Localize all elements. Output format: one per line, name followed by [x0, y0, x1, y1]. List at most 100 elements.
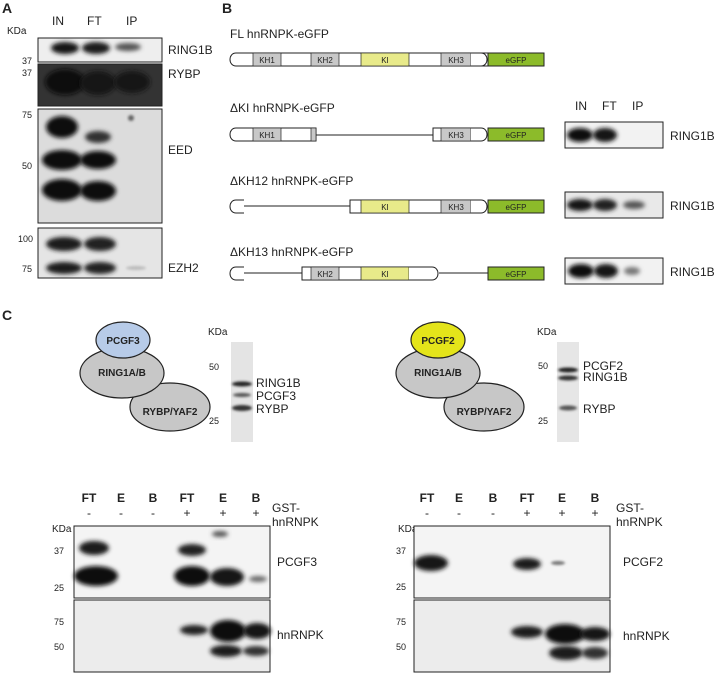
sign: + — [591, 506, 598, 520]
ki-label: KI — [381, 203, 389, 212]
gel-band-label-right-1: PCGF2 — [583, 359, 623, 373]
pcgf2-node — [410, 321, 466, 359]
construct-title-fl: FL hnRNPK-eGFP — [230, 27, 329, 41]
gel-band-label-left-2: PCGF3 — [256, 389, 296, 403]
pulldown-label-pcgf3: PCGF3 — [277, 555, 317, 569]
kh3-label: KH3 — [448, 56, 464, 65]
b-lane-label-in: IN — [575, 99, 587, 113]
gel-marker-50-right: 50 — [538, 361, 548, 371]
lane-label-in: IN — [52, 14, 64, 28]
marker-100: 100 — [18, 234, 33, 244]
sign: + — [252, 506, 259, 520]
complex-diagram-right: PCGF2 RING1A/B RYBP/YAF2 — [395, 321, 525, 432]
construct-dki: KH1 KH3 eGFP — [229, 127, 545, 142]
pulldown-blot-hnrnpk-left — [73, 599, 271, 673]
pulldown-label-pcgf2: PCGF2 — [623, 555, 663, 569]
pulldown-marker-50-right: 50 — [396, 642, 406, 652]
blot-b-label-dki: RING1B — [670, 129, 715, 143]
lane-ft-1: FT — [82, 491, 97, 505]
sign: + — [183, 506, 190, 520]
construct-title-dkh12: ΔKH12 hnRNPK-eGFP — [230, 174, 353, 188]
blot-rybp — [37, 63, 163, 107]
lane-b-2: B — [591, 491, 600, 505]
pulldown-blot-hnrnpk-right — [413, 599, 611, 673]
pulldown-marker-25-right: 25 — [396, 582, 406, 592]
pulldown-marker-75-left: 75 — [54, 617, 64, 627]
pulldown-marker-37-right: 37 — [396, 546, 406, 556]
marker-37b: 37 — [22, 68, 32, 78]
gst-label-line1: GST- — [272, 501, 300, 515]
rybp-yaf2-label: RYBP/YAF2 — [143, 407, 198, 418]
marker-75b: 75 — [22, 264, 32, 274]
marker-37a: 37 — [22, 56, 32, 66]
ring1ab-label: RING1A/B — [98, 368, 146, 379]
blot-ezh2 — [37, 227, 163, 279]
panel-label-a: A — [2, 0, 12, 16]
ki-label: KI — [381, 270, 389, 279]
lane-e-1: E — [455, 491, 463, 505]
construct-title-dkh13: ΔKH13 hnRNPK-eGFP — [230, 245, 353, 259]
lane-ft-2: FT — [180, 491, 195, 505]
sign: - — [119, 506, 123, 520]
construct-fl: KH1 KH2 KI KH3 eGFP — [229, 52, 545, 67]
blot-b-label-dkh12: RING1B — [670, 199, 715, 213]
egfp-label: eGFP — [506, 56, 527, 65]
lane-label-ip: IP — [126, 14, 137, 28]
gel-marker-50-left: 50 — [209, 362, 219, 372]
gel-band-label-left-3: RYBP — [256, 402, 288, 416]
gel-marker-25-right: 25 — [538, 416, 548, 426]
lane-e-1: E — [117, 491, 125, 505]
pulldown-label-hnrnpk-left: hnRNPK — [277, 628, 324, 642]
gst-label-line2: hnRNPK — [616, 515, 663, 529]
lane-label-ft: FT — [87, 14, 102, 28]
pulldown-blot-pcgf2 — [413, 525, 611, 599]
rybp-yaf2-node — [129, 382, 211, 432]
blot-label-ezh2: EZH2 — [168, 261, 199, 275]
kh3-label: KH3 — [448, 131, 464, 140]
kh2-label: KH2 — [317, 56, 333, 65]
gst-label-line2: hnRNPK — [272, 515, 319, 529]
lane-e-2: E — [219, 491, 227, 505]
lane-b-1: B — [149, 491, 158, 505]
pulldown-kda-right: KDa — [398, 524, 418, 535]
kh2-label: KH2 — [317, 270, 333, 279]
egfp-label: eGFP — [506, 270, 527, 279]
gel-band-label-right-3: RYBP — [583, 402, 615, 416]
pulldown-blot-pcgf3 — [73, 525, 271, 599]
pulldown-marker-75-right: 75 — [396, 617, 406, 627]
sign: - — [491, 506, 495, 520]
rybp-yaf2-node — [443, 382, 525, 432]
sign: - — [87, 506, 91, 520]
lane-ft-2: FT — [520, 491, 535, 505]
blot-ring1b — [37, 37, 163, 63]
egfp-label: eGFP — [506, 203, 527, 212]
lane-e-2: E — [558, 491, 566, 505]
blot-b-dkh13 — [564, 257, 664, 285]
pulldown-header-right: FT E B FT E B - - - + + + GST- hnRNPK — [420, 491, 663, 529]
gel-kda-left: KDa — [208, 327, 228, 338]
lane-b-1: B — [489, 491, 498, 505]
pulldown-kda-left: KDa — [52, 524, 72, 535]
gel-left — [231, 342, 253, 442]
ki-label: KI — [381, 56, 389, 65]
sign: + — [523, 506, 530, 520]
construct-title-dki: ΔKI hnRNPK-eGFP — [230, 101, 335, 115]
gel-band-label-right-2: RING1B — [583, 370, 628, 384]
complex-diagram-left: PCGF3 RING1A/B RYBP/YAF2 — [79, 321, 211, 432]
egfp-label: eGFP — [506, 131, 527, 140]
kh3-label: KH3 — [448, 203, 464, 212]
kh1-label: KH1 — [259, 131, 275, 140]
blot-label-ring1b: RING1B — [168, 43, 213, 57]
kh1-label: KH1 — [259, 56, 275, 65]
kh1-domain — [252, 52, 282, 67]
rybp-yaf2-label: RYBP/YAF2 — [457, 407, 512, 418]
pcgf3-node — [95, 321, 151, 359]
sign: + — [558, 506, 565, 520]
marker-75: 75 — [22, 110, 32, 120]
kh2-domain — [310, 52, 340, 67]
lane-ft-1: FT — [420, 491, 435, 505]
pulldown-marker-37-left: 37 — [54, 546, 64, 556]
panel-label-b: B — [222, 0, 232, 16]
blot-b-label-dkh13: RING1B — [670, 265, 715, 279]
